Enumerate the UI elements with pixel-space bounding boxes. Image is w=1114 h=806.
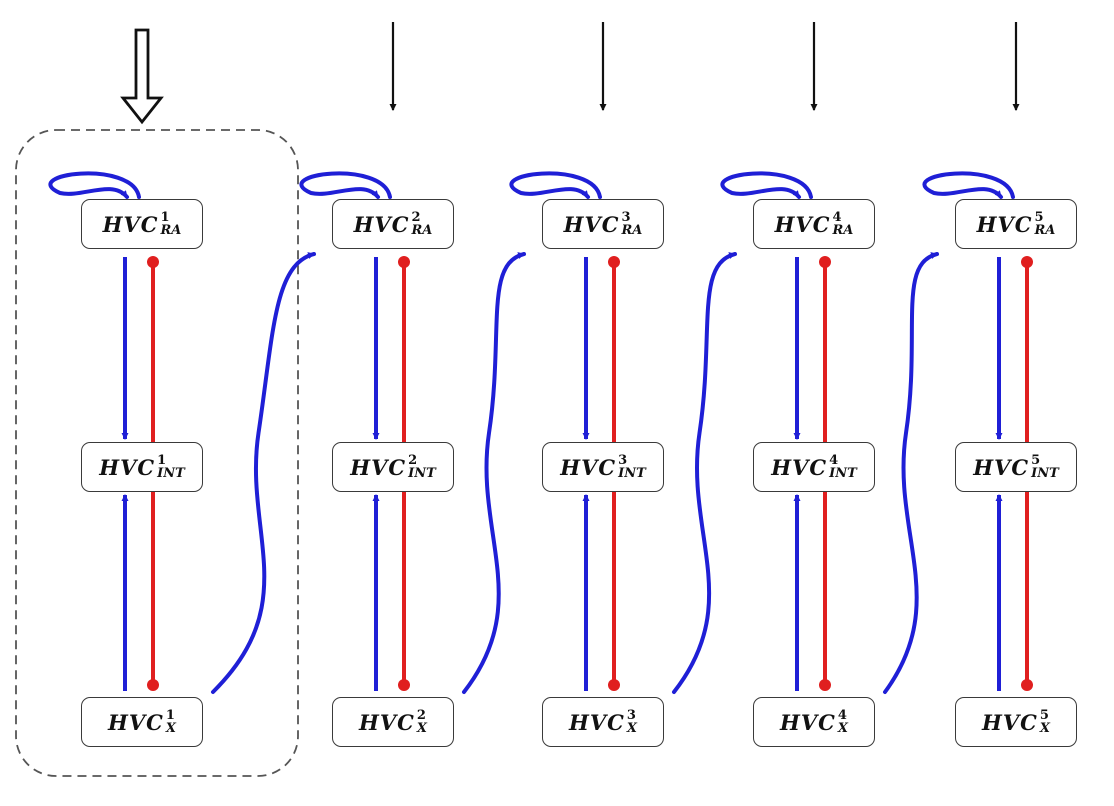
node-base-label: HVC [973, 454, 1030, 480]
inhibitory-terminal-ra-5 [1021, 256, 1033, 268]
node-base-label: HVC [359, 709, 415, 735]
node-superscript: 4 [837, 708, 847, 723]
node-superscript: 2 [411, 210, 421, 225]
node-superscript: 5 [1031, 453, 1041, 468]
chain-edge-3-to-4 [672, 252, 737, 694]
inhibitory-terminal-x-2 [398, 679, 410, 691]
self-loop-ra-5 [922, 171, 1015, 199]
node-subscript: INT [157, 466, 185, 481]
node-subscript: X [837, 721, 848, 736]
inhibitory-terminal-x-4 [819, 679, 831, 691]
node-subscript: RA [1034, 223, 1056, 238]
node-base-label: HVC [102, 211, 159, 237]
node-subscript: RA [160, 223, 182, 238]
node-superscript: 2 [408, 453, 418, 468]
node-superscript: 5 [1039, 708, 1049, 723]
node-base-label: HVC [774, 211, 831, 237]
node-subscript: INT [1031, 466, 1059, 481]
node-superscript: 1 [165, 708, 175, 723]
chain-edge-4-to-5 [883, 252, 939, 694]
node-superscript: 1 [157, 453, 167, 468]
node-base-label: HVC [563, 211, 620, 237]
node-subscript: X [416, 721, 427, 736]
node-base-label: HVC [771, 454, 828, 480]
inhibitory-terminal-x-1 [147, 679, 159, 691]
self-loop-ra-2 [299, 171, 392, 199]
self-loop-ra-1 [48, 171, 141, 199]
node-base-label: HVC [560, 454, 617, 480]
node-subscript: RA [621, 223, 643, 238]
node-superscript: 3 [626, 708, 636, 723]
node-subscript: X [626, 721, 637, 736]
node-subscript: INT [829, 466, 857, 481]
inhibitory-terminal-ra-1 [147, 256, 159, 268]
node-subscript: RA [832, 223, 854, 238]
node-superscript: 3 [621, 210, 631, 225]
inhibitory-terminal-x-5 [1021, 679, 1033, 691]
inhibitory-terminal-ra-2 [398, 256, 410, 268]
node-superscript: 3 [618, 453, 628, 468]
node-subscript: X [165, 721, 176, 736]
node-subscript: X [1039, 721, 1050, 736]
node-base-label: HVC [976, 211, 1033, 237]
node-base-label: HVC [353, 211, 410, 237]
node-superscript: 5 [1034, 210, 1044, 225]
node-base-label: HVC [982, 709, 1038, 735]
inhibitory-terminal-x-3 [608, 679, 620, 691]
node-subscript: INT [618, 466, 646, 481]
node-superscript: 1 [160, 210, 170, 225]
node-subscript: RA [411, 223, 433, 238]
node-base-label: HVC [350, 454, 407, 480]
chain-edge-2-to-3 [462, 252, 526, 694]
node-base-label: HVC [108, 709, 164, 735]
node-superscript: 4 [829, 453, 839, 468]
inhibitory-terminal-ra-4 [819, 256, 831, 268]
node-subscript: INT [408, 466, 436, 481]
chain-edge-1-to-2 [211, 252, 316, 694]
node-base-label: HVC [569, 709, 625, 735]
node-superscript: 2 [416, 708, 426, 723]
inhibitory-terminal-ra-3 [608, 256, 620, 268]
node-base-label: HVC [99, 454, 156, 480]
self-loop-ra-3 [509, 171, 602, 199]
node-base-label: HVC [780, 709, 836, 735]
node-superscript: 4 [832, 210, 842, 225]
module-group-outline [15, 129, 299, 777]
input-arrow-1 [120, 28, 164, 125]
self-loop-ra-4 [720, 171, 813, 199]
